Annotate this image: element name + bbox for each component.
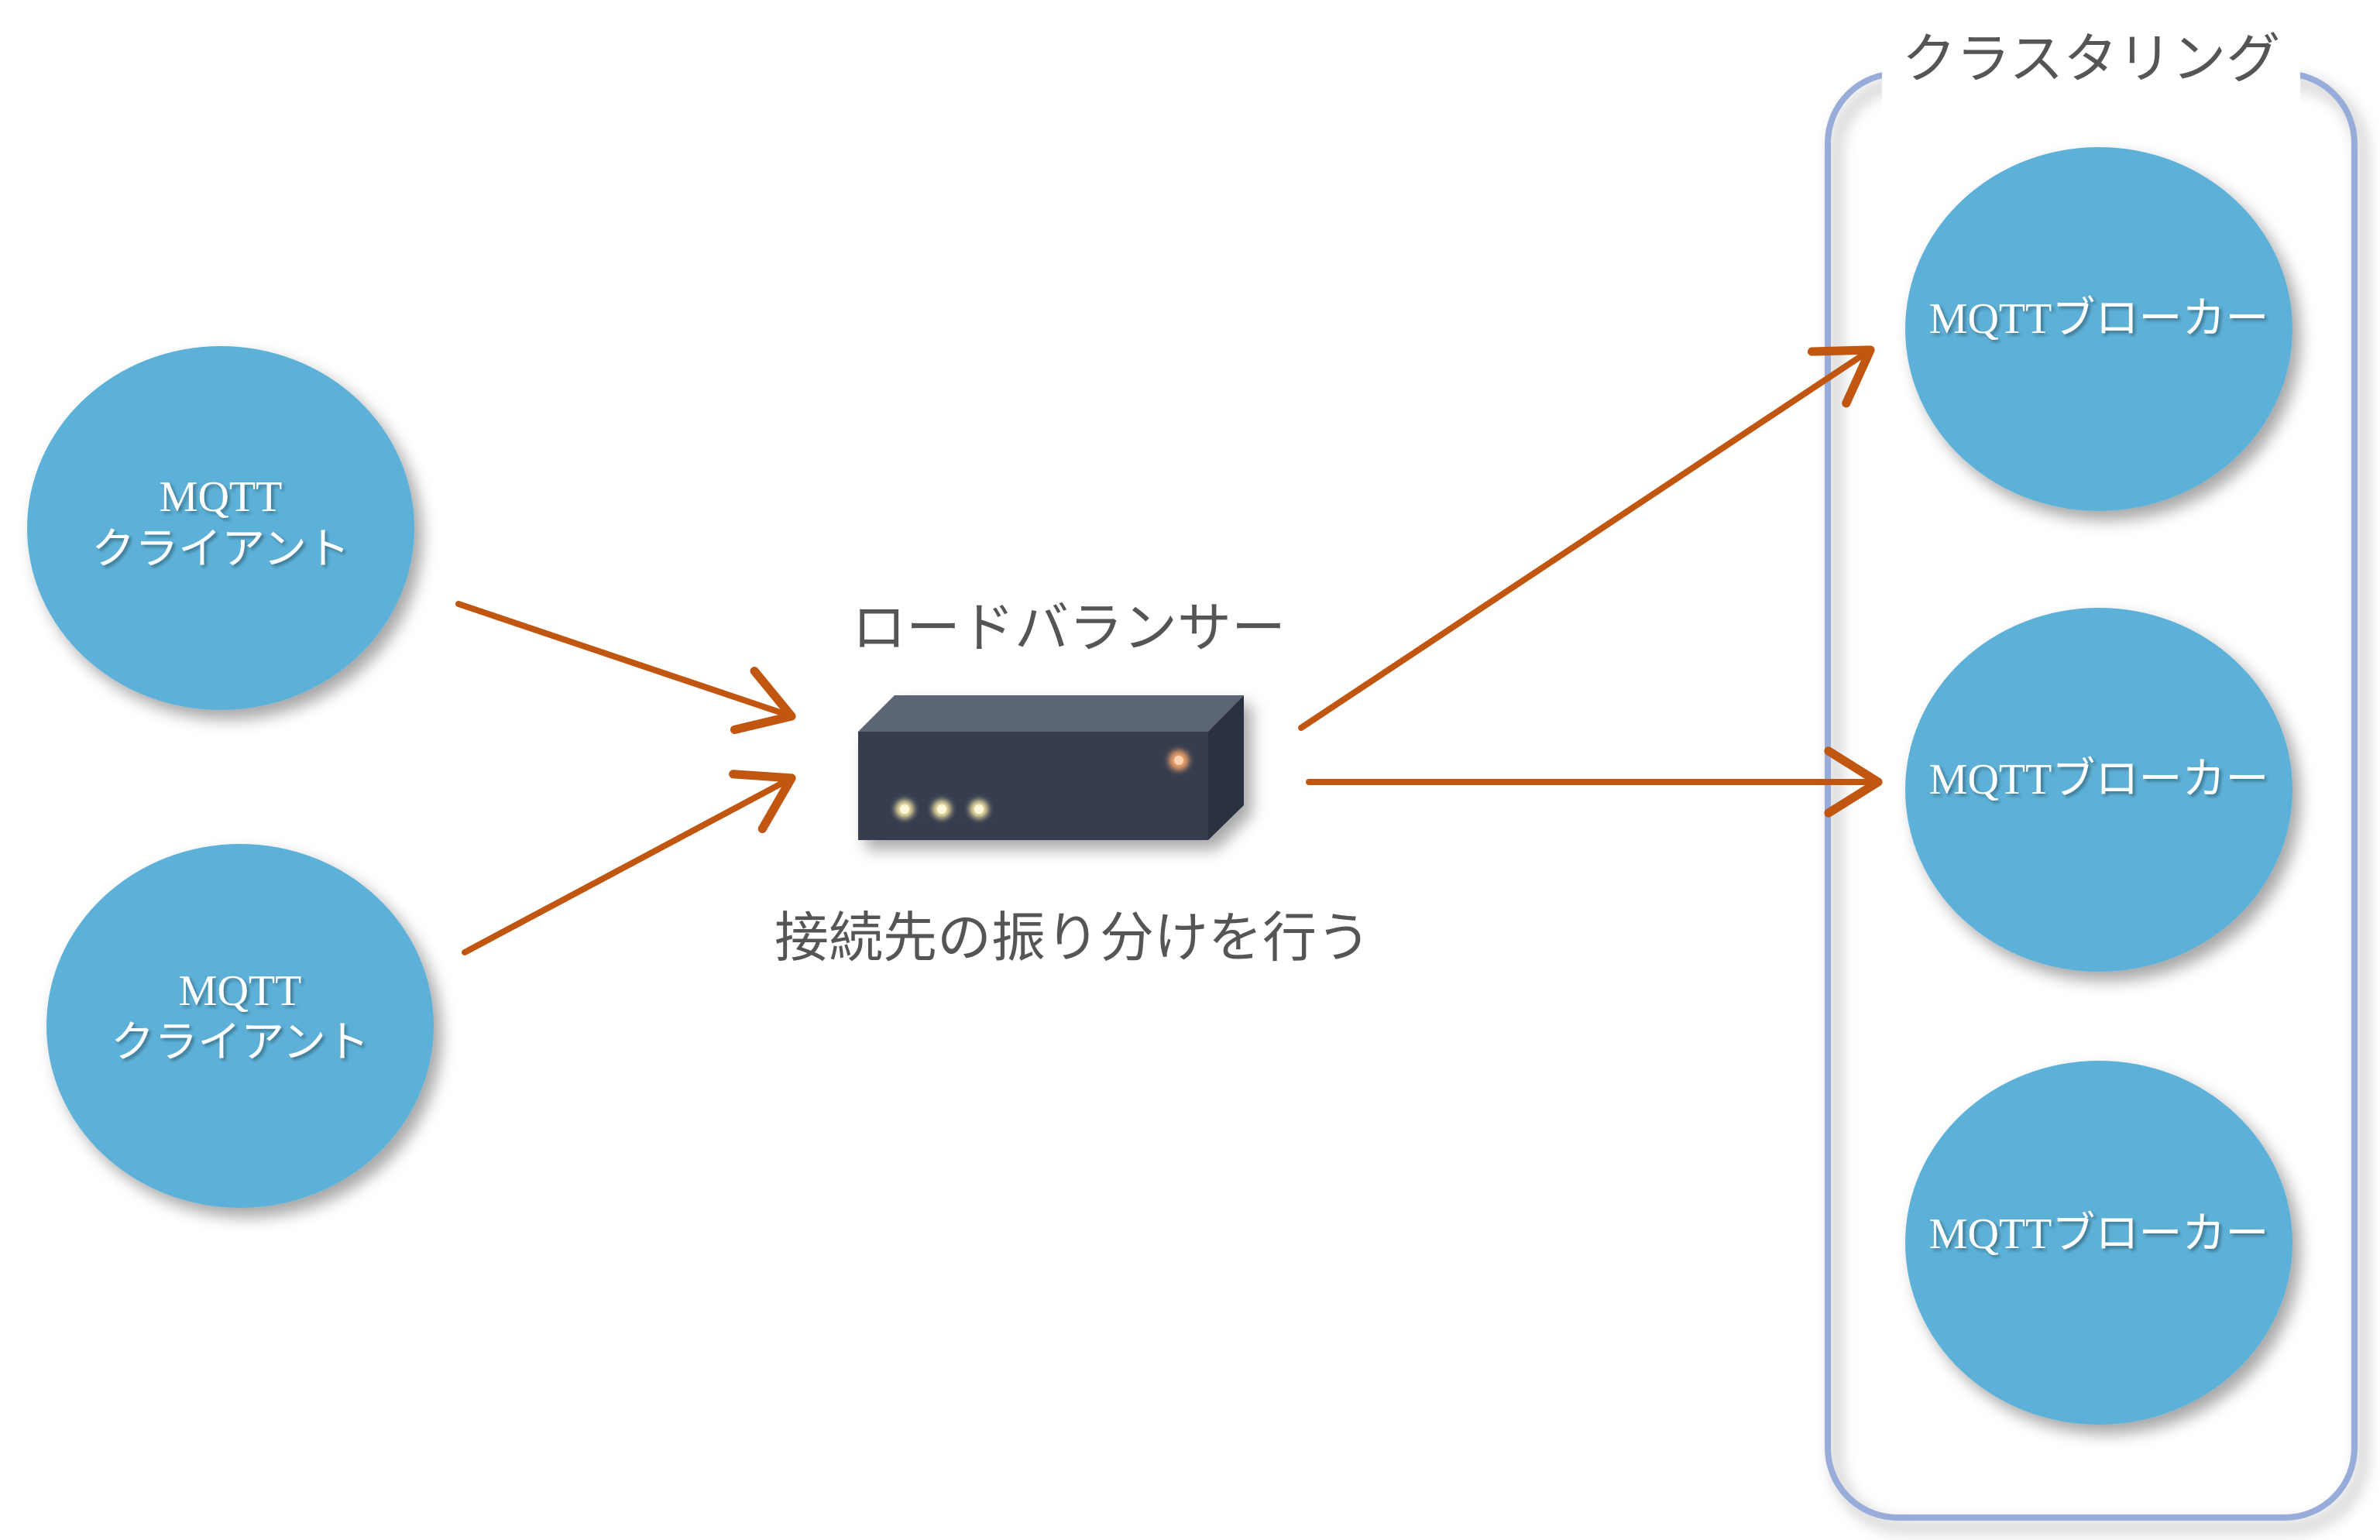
client-label-line2: クライアント xyxy=(91,526,350,574)
load-balancer-device-icon xyxy=(858,695,1244,840)
broker-node-text: MQTTブローカー xyxy=(1929,295,2269,343)
cluster-group: クラスタリング xyxy=(1825,27,2358,1521)
broker-label: MQTTブローカー xyxy=(1929,1210,2269,1258)
broker-circle xyxy=(1905,608,2292,972)
broker-node xyxy=(1905,1061,2292,1425)
broker-circle xyxy=(1905,147,2292,511)
load-balancer-caption: 接続先の振り分けを行う xyxy=(774,906,1371,969)
cluster-label: クラスタリング xyxy=(1902,27,2281,91)
cluster-label-gap xyxy=(1882,31,2300,116)
broker-circle xyxy=(1905,1061,2292,1425)
load-balancer-label: ロードバランサー xyxy=(852,596,1286,660)
client-label-line2: クライアント xyxy=(111,1019,369,1067)
broker-node-text: MQTTブローカー xyxy=(1929,1210,2269,1258)
broker-label: MQTTブローカー xyxy=(1929,756,2269,804)
arrow-client1-to-lb xyxy=(455,601,796,735)
client-node xyxy=(27,346,414,710)
arrow-lb-to-broker1 xyxy=(1298,345,1875,731)
client-node xyxy=(46,844,434,1208)
client-node-text: MQTT クライアント xyxy=(111,967,369,1067)
client-circle xyxy=(46,844,434,1208)
client-label-line1: MQTT xyxy=(179,967,302,1015)
device-leds xyxy=(895,750,1189,818)
arrows xyxy=(455,345,1883,955)
arrow-client2-to-lb xyxy=(462,770,796,955)
client-label-line1: MQTT xyxy=(160,473,283,521)
load-balancer: ロードバランサー 接続先の振り分けを行う xyxy=(774,596,1371,969)
broker-node xyxy=(1905,147,2292,511)
client-circle xyxy=(27,346,414,710)
client-node-text: MQTT クライアント xyxy=(91,473,350,574)
broker-node-text: MQTTブローカー xyxy=(1929,756,2269,804)
broker-label: MQTTブローカー xyxy=(1929,295,2269,343)
broker-node xyxy=(1905,608,2292,972)
